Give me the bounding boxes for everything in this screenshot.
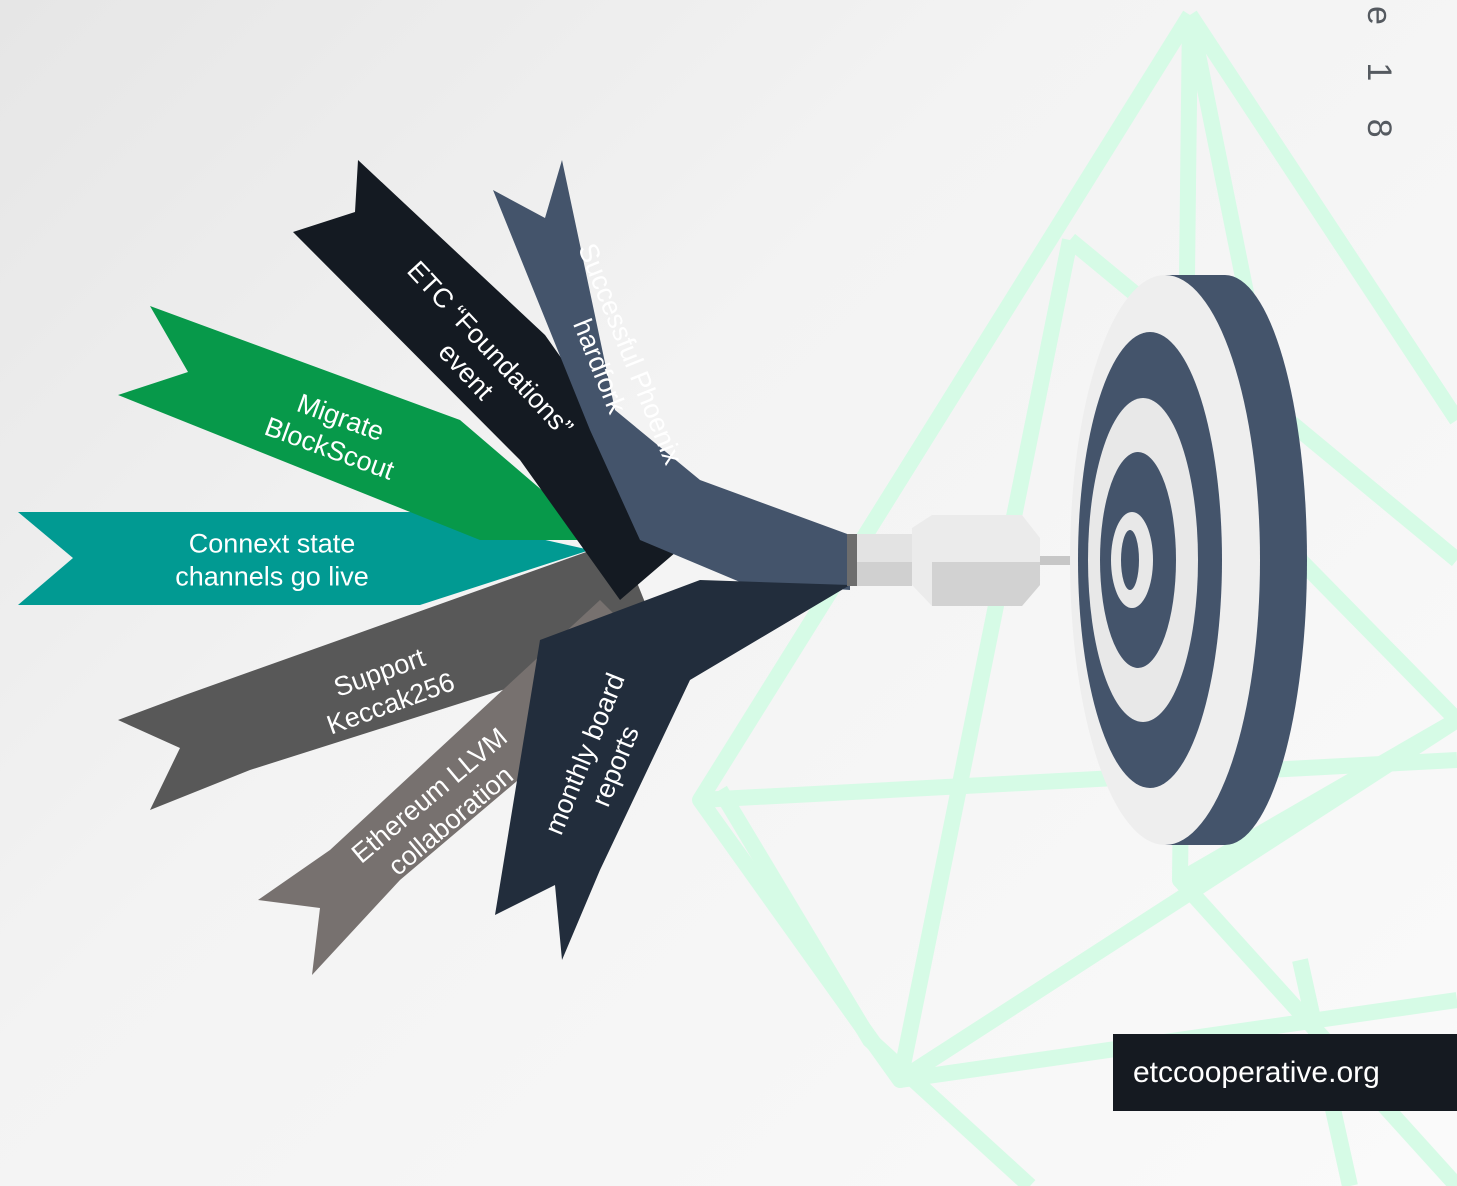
- ribbon-shape-blockscout: [118, 306, 600, 540]
- target-bullseye: [1121, 530, 1139, 590]
- ribbon-shape-phoenix: [493, 160, 850, 590]
- ribbon-shape-keccak: [118, 540, 660, 810]
- bullseye-target: [1070, 275, 1307, 845]
- ribbon-shape-board: [495, 580, 850, 960]
- ribbon-label-line: Connext state: [189, 529, 356, 559]
- ribbon-shape-connext: [18, 512, 590, 605]
- ribbon-shape-foundations: [293, 160, 690, 600]
- dart-shaft-shadow: [857, 562, 912, 586]
- ribbon-blockscout: MigrateBlockScout: [118, 306, 600, 540]
- ribbon-keccak: SupportKeccak256: [118, 540, 660, 810]
- ribbon-board: monthly boardreports: [495, 580, 850, 960]
- dart: [847, 515, 1136, 606]
- website-text: etccooperative.org: [1133, 1055, 1380, 1089]
- page-number: e 1 8: [1360, 6, 1398, 152]
- dart-barrel-shadow: [932, 562, 1040, 606]
- dart-shaft-end: [847, 534, 857, 586]
- ribbon-label-line: channels go live: [175, 562, 369, 592]
- website-label[interactable]: etccooperative.org: [1113, 1034, 1457, 1111]
